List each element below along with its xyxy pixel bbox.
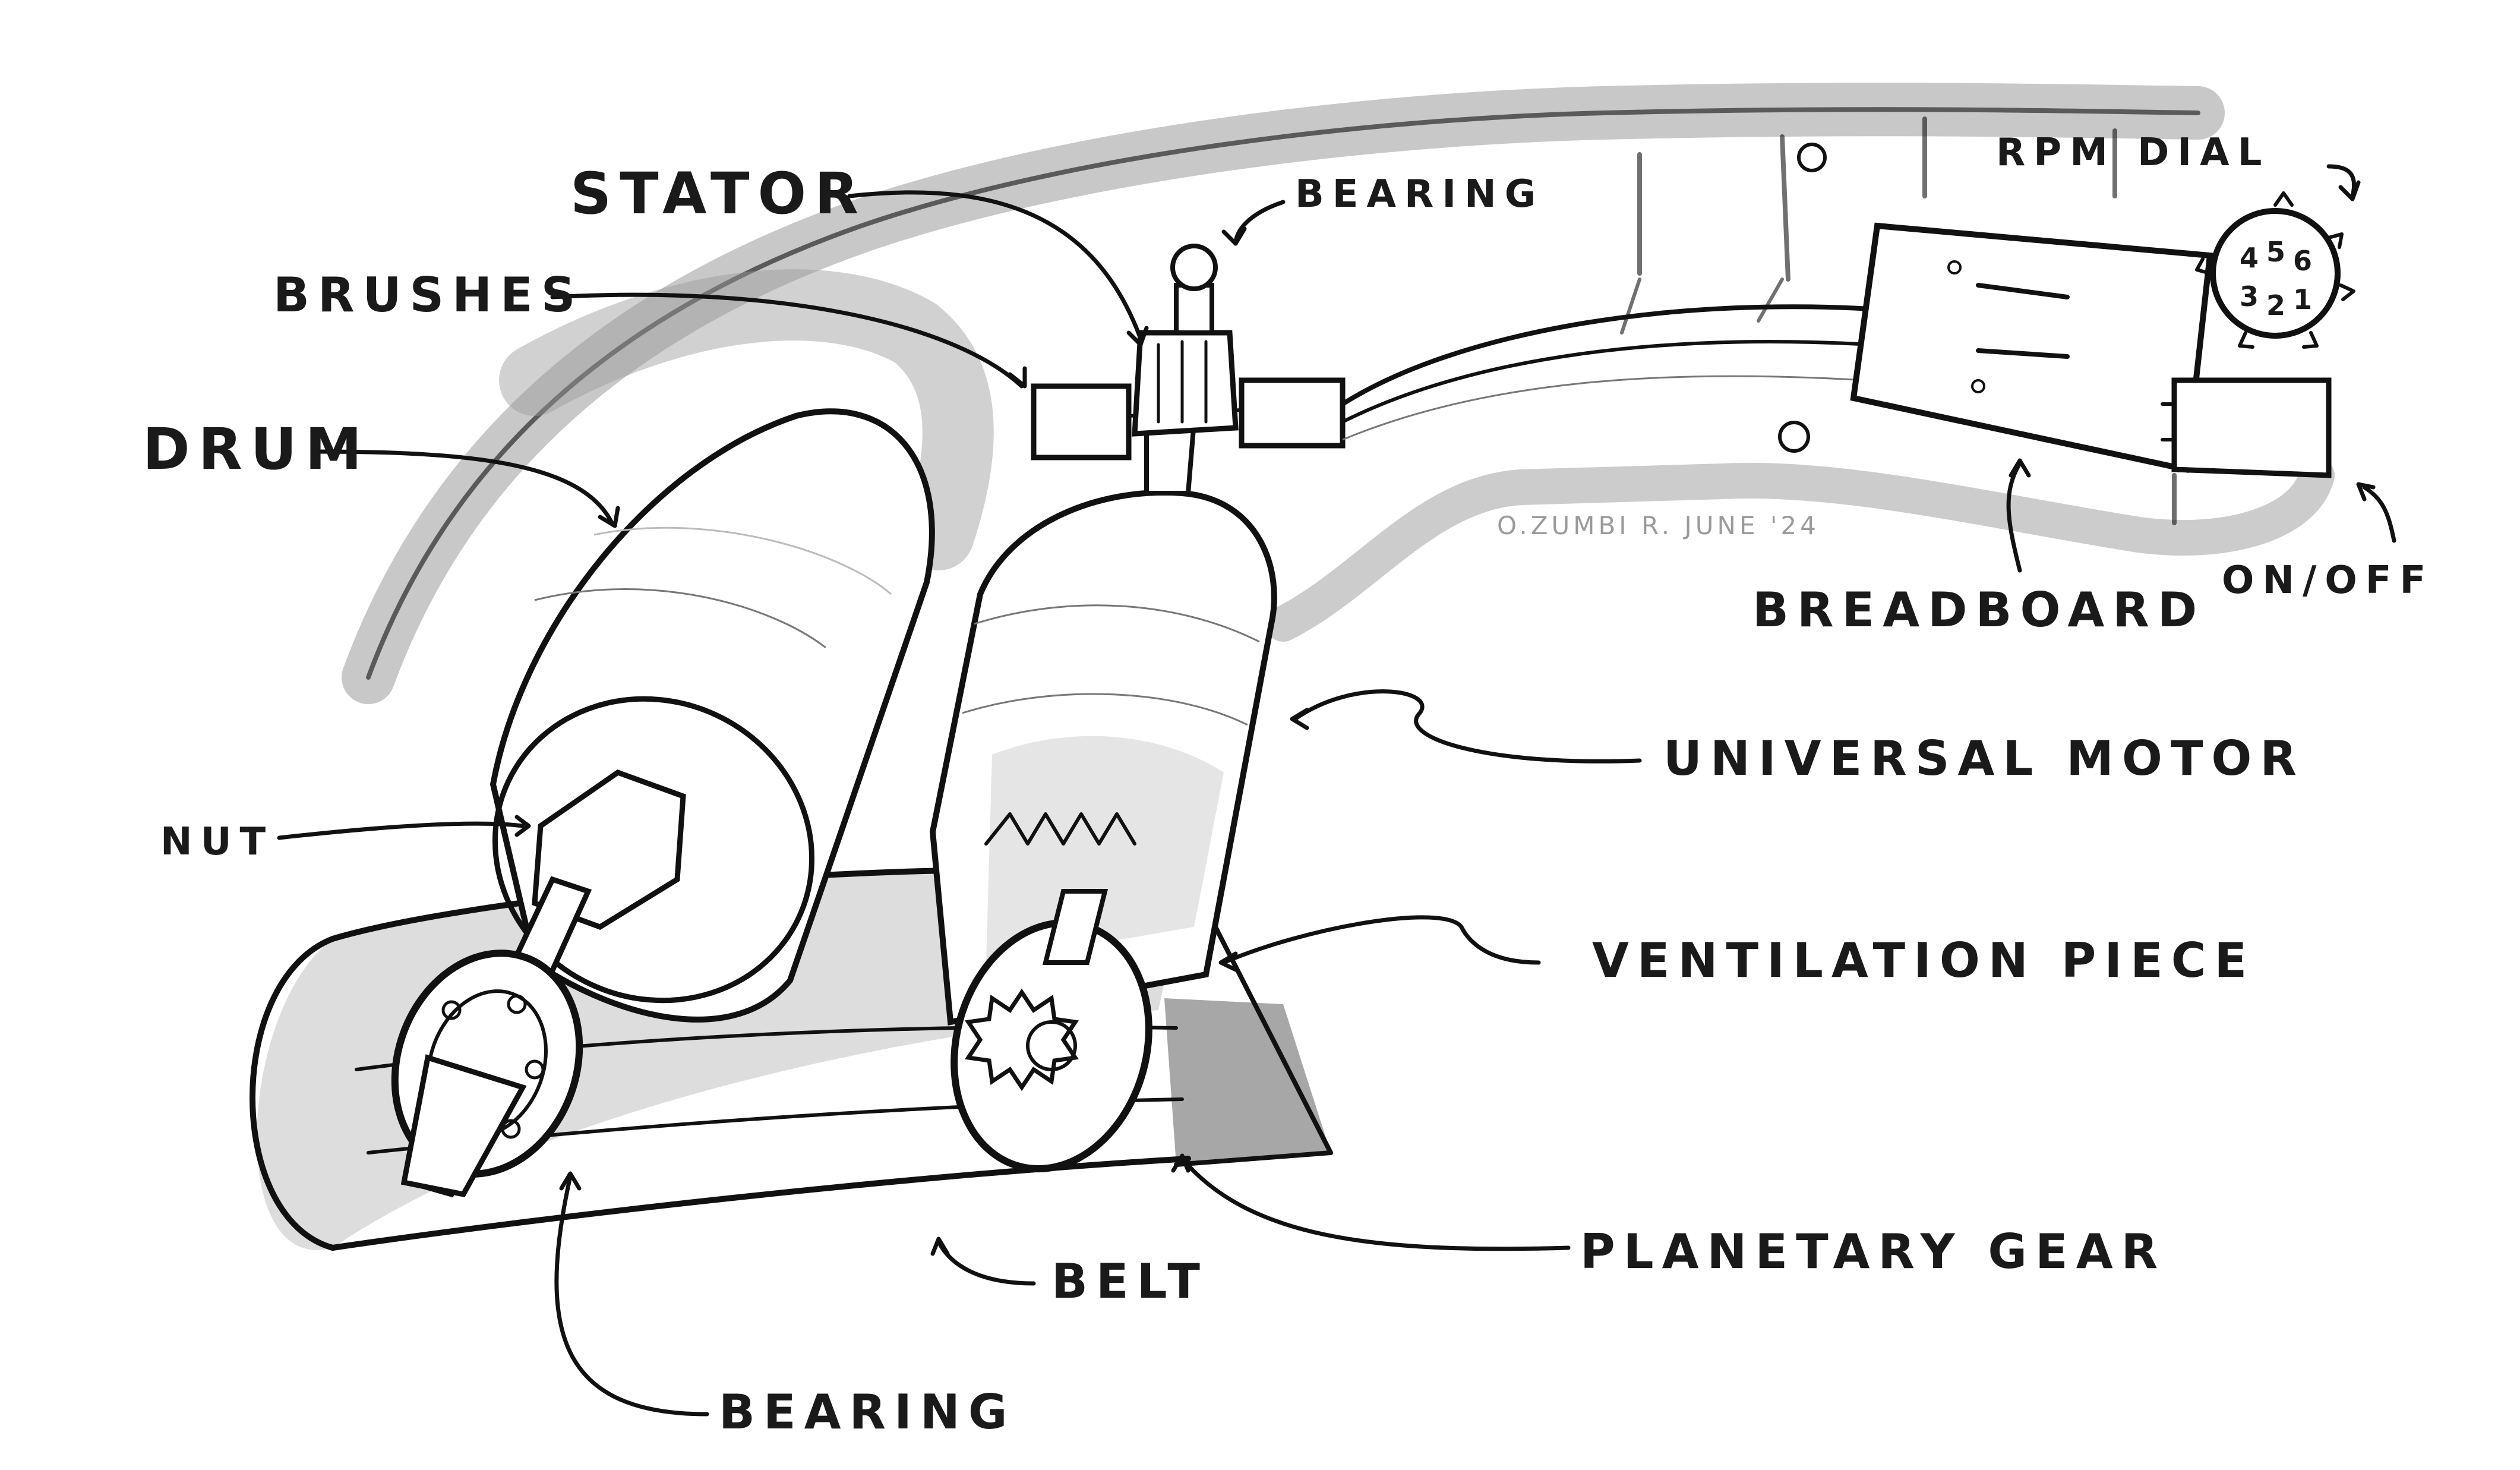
dial-number-5: 5 (2266, 236, 2285, 268)
label-ventilation-piece: VENTILATION PIECE (1592, 933, 2256, 988)
dial-number-3: 3 (2240, 280, 2259, 313)
label-bearing-top: BEARING (1295, 172, 1545, 216)
chassis-frame (342, 83, 2335, 704)
label-breadboard: BREADBOARD (1752, 582, 2206, 638)
brush-assembly (1031, 244, 1346, 460)
label-universal-motor: UNIVERSAL MOTOR (1663, 731, 2305, 786)
universal-motor (929, 419, 1277, 1173)
drum (391, 408, 935, 1198)
label-rpm-dial: RPM DIAL (1996, 131, 2270, 175)
label-brushes: BRUSHES (273, 267, 584, 323)
label-nut: NUT (160, 820, 274, 864)
label-belt: BELT (1051, 1254, 1208, 1309)
dial-number-2: 2 (2266, 289, 2285, 321)
dial-number-6: 6 (2293, 245, 2312, 277)
wires (1340, 304, 1874, 441)
dial-number-4: 4 (2240, 242, 2259, 274)
artist-signature: O.ZUMBI R. JUNE '24 (1497, 511, 1820, 540)
breadboard: 4 5 6 3 2 1 (1850, 191, 2355, 478)
label-stator: STATOR (570, 160, 867, 227)
leader-arrows (277, 164, 2396, 1417)
label-planetary-gear: PLANETARY GEAR (1580, 1224, 2167, 1279)
label-drum: DRUM (143, 416, 371, 482)
label-on-off: ON/OFF (2222, 559, 2434, 602)
dial-number-1: 1 (2293, 283, 2312, 316)
label-bearing-bottom: BEARING (719, 1384, 1016, 1440)
